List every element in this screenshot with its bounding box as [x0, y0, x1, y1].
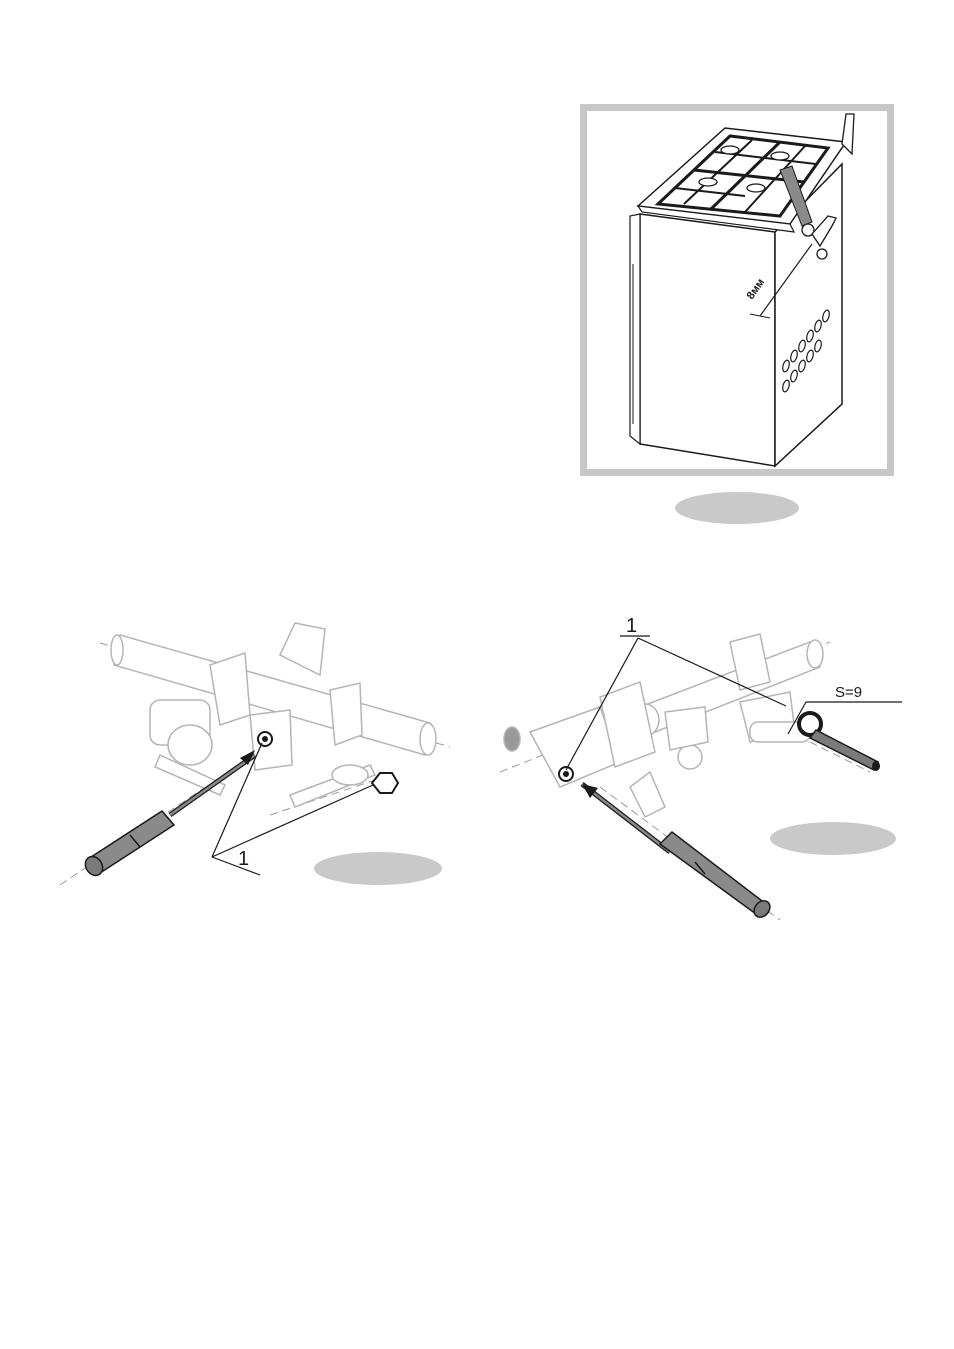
screwdriver-icon: [582, 784, 773, 920]
callout-label: 1: [238, 848, 249, 870]
wrench-icon: [799, 713, 880, 771]
stove-illustration: 8мм: [580, 104, 894, 476]
valve-illustration-right: 1 S=9: [490, 612, 904, 927]
manifold-pipe: [504, 634, 823, 817]
figure-number-placeholder: [314, 852, 442, 885]
wrench-size-label: S=9: [835, 684, 862, 701]
stove-figure: 8мм: [580, 104, 894, 476]
hex-nut-icon: [372, 773, 398, 793]
stove-front-panel: [640, 214, 775, 466]
figure-number-placeholder: [770, 822, 896, 855]
callout-label: 1: [626, 615, 637, 637]
valve-figure-right: 1 S=9: [490, 612, 904, 927]
figure-number-placeholder: [675, 492, 799, 524]
